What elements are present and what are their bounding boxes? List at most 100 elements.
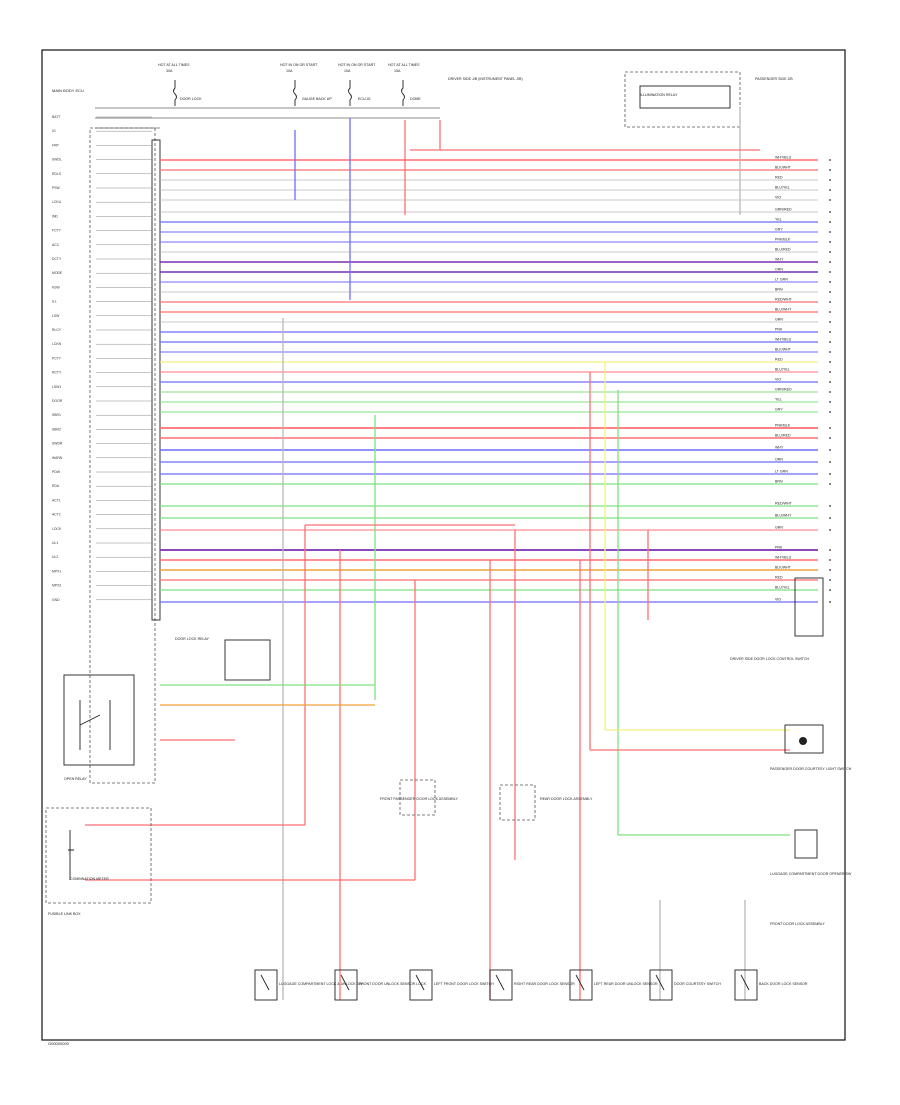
fuse-group-1: HOT AT ALL TIMES 30A DOOR LOCK — [158, 63, 202, 101]
wire-color-label: BRN — [775, 288, 783, 292]
bottom-component-switch — [740, 974, 750, 991]
left-pin-label: UL2 — [52, 555, 58, 559]
left-pin-label: DOOR — [52, 399, 63, 403]
bottom-component-label: LEFT REAR DOOR UNLOCK SENSOR — [594, 982, 658, 986]
open-relay-switch — [79, 700, 111, 750]
connector-dot — [829, 341, 831, 343]
center1-label: FRONT PASSENGER DOOR LOCK ASSEMBLY — [380, 797, 458, 801]
connector-dot — [829, 437, 831, 439]
courtesy-switch-dot — [799, 737, 807, 745]
left-pin-label: KSW — [52, 285, 61, 289]
wire-color-label: ORN — [775, 268, 783, 272]
wire-color-label: GRN/RED — [775, 388, 792, 392]
bottom-component-box — [334, 969, 358, 1001]
fusible-link-box — [45, 807, 152, 904]
ecu-connector-strip — [151, 139, 161, 621]
connector-dot — [829, 321, 831, 323]
cluster-label: COMBINATION METER — [70, 877, 109, 881]
bottom-component-box — [489, 969, 513, 1001]
left-header: MAIN BODY ECU — [52, 88, 84, 93]
wire-color-label: WHT — [775, 258, 784, 262]
connector-dot — [829, 351, 831, 353]
wire-color-label: BLU/RED — [775, 434, 791, 438]
connector-dot — [829, 371, 831, 373]
left-pin-label: IND — [52, 214, 58, 218]
wire-color-label: BRN — [775, 480, 783, 484]
bottom-component-box — [254, 969, 278, 1001]
wire-color-label: LT GRN — [775, 278, 788, 282]
left-pin-labels: BATTIGFRPSWDLRDLSPSWLCKUINDFCTYACCDCTYMO… — [52, 115, 152, 602]
center2-label: REAR DOOR LOCK ASSEMBLY — [540, 797, 593, 801]
fuse-2-title: HOT IN ON OR START — [280, 63, 318, 67]
left-pin-label: WARN — [52, 456, 63, 460]
bottom-component-label: FRONT DOOR UNLOCK SENSOR LOCK — [359, 982, 427, 986]
right-connector-box — [794, 577, 824, 637]
connector-dot — [829, 427, 831, 429]
fuse-2-symbol — [293, 80, 297, 106]
left-pin-label: LCKN — [52, 342, 62, 346]
bottom-component-box — [569, 969, 593, 1001]
left-pin-label: IG — [52, 129, 56, 133]
connector-dot — [829, 331, 831, 333]
left-pin-label: FCTY — [52, 229, 62, 233]
wire-color-label: BLU/YEL — [775, 368, 790, 372]
right-box-label: PASSENGER SIDE J/B — [755, 77, 793, 81]
connector-dot — [829, 449, 831, 451]
left-pin-label: LCKU — [52, 200, 62, 204]
wire-color-label: BLK/WHT — [775, 566, 792, 570]
left-pin-label: LSW — [52, 314, 60, 318]
left-pin-label: LOCK — [52, 527, 62, 531]
door-lock-relay-label: DOOR LOCK RELAY — [175, 637, 210, 641]
fuse-4-name: DOME — [410, 97, 421, 101]
bottom-component-label: LEFT FRONT DOOR LOCK SWITCH — [434, 982, 494, 986]
relay-box-label: DRIVER SIDE J/B (INSTRUMENT PANEL J/B) — [448, 77, 523, 81]
bottom-component-label: BACK DOOR LOCK SENSOR — [759, 982, 808, 986]
left-pin-label: MPX2 — [52, 584, 61, 588]
wire-color-label: RED/WHT — [775, 502, 793, 506]
left-pin-label: SWDL — [52, 158, 62, 162]
left-pin-label: RLCY — [52, 328, 62, 332]
connector-dot — [829, 281, 831, 283]
connector-dot — [829, 549, 831, 551]
connector-dot — [829, 589, 831, 591]
left-pin-label: LSW1 — [52, 385, 61, 389]
diagram-border — [41, 49, 846, 1041]
bottom-component-switch — [575, 974, 585, 991]
wire-color-label: WHT/BLU — [775, 156, 792, 160]
fusible-link-label: FUSIBLE LINK BOX — [48, 912, 81, 916]
left-pin-label: ACT2 — [52, 513, 61, 517]
wire-color-label: BLU/YEL — [775, 586, 790, 590]
wire-harness: WHT/BLUBLK/WHTREDBLU/YELVIOGRN/REDYELGRY… — [85, 108, 818, 1000]
left-pin-label: ACC — [52, 243, 60, 247]
bottom-components: LUGGAGE COMPARTMENT LOCK & UNLOCK SWFRON… — [254, 969, 808, 1001]
connector-dot — [829, 559, 831, 561]
fuse-2-sub: 10A — [286, 69, 293, 73]
wire-color-label: BLK/WHT — [775, 348, 792, 352]
connector-dot — [829, 601, 831, 603]
fuse-2-name: GAUGE BACK UP — [302, 97, 332, 101]
wire-color-label: RED — [775, 176, 783, 180]
wire-color-label: BLU/WHT — [775, 308, 792, 312]
wire-color-label: WHT/BLU — [775, 338, 792, 342]
wire-color-label: PNK/BLK — [775, 238, 791, 242]
connector-dot — [829, 179, 831, 181]
connector-dot — [829, 199, 831, 201]
fuse-group-2: HOT IN ON OR START 10A GAUGE BACK UP — [280, 63, 332, 101]
fuse-3-name: ECU-IG — [358, 97, 371, 101]
connector-dot — [829, 517, 831, 519]
bottom-component-switch — [260, 974, 270, 991]
wire-color-label: RED — [775, 576, 783, 580]
left-pin-label: ACT1 — [52, 498, 61, 502]
left-pin-label: SBR2 — [52, 427, 61, 431]
ecu3-label: LUGGAGE COMPARTMENT DOOR OPENER SW — [770, 872, 852, 876]
wire-color-label: GRN/RED — [775, 208, 792, 212]
footer-code: G00000000 — [48, 1041, 70, 1046]
wire-color-label: YEL — [775, 398, 782, 402]
fuse-3-title: HOT IN ON OR START — [338, 63, 376, 67]
wire-color-label: YEL — [775, 218, 782, 222]
bottom-component-switch — [655, 974, 665, 991]
door-lock-relay — [224, 639, 271, 681]
wire-color-label: PNK — [775, 546, 783, 550]
wire-color-label: GRN — [775, 318, 783, 322]
